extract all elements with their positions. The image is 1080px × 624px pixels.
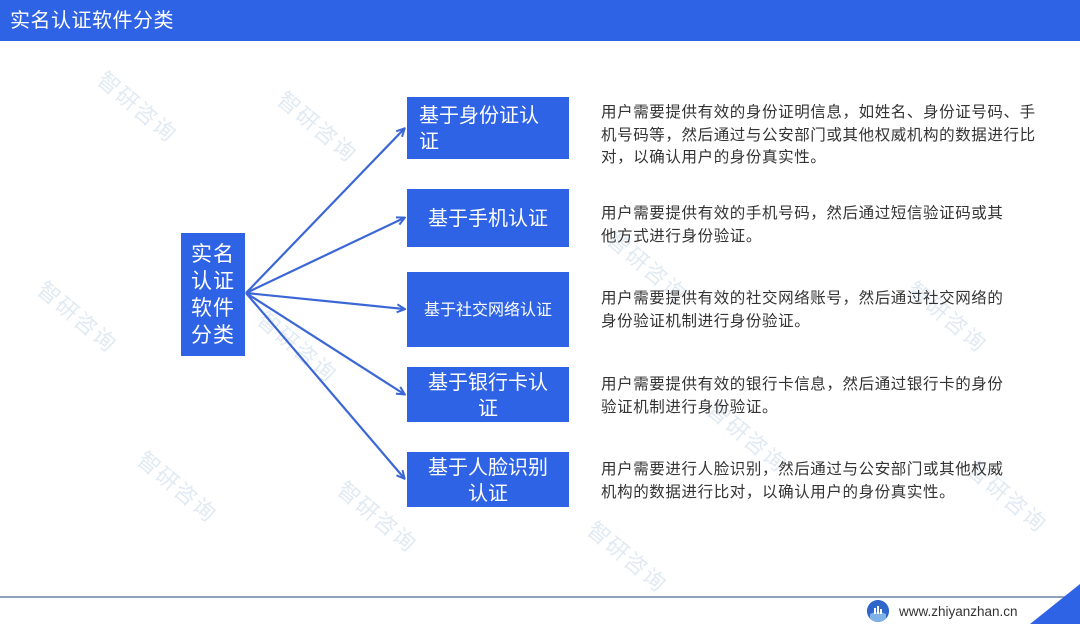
method-label: 基于社交网络认证 [423, 299, 552, 319]
root-node-label: 实名认证软件分类 [191, 241, 235, 347]
footer-website-link[interactable]: www.zhiyanzhan.cn [899, 604, 1018, 619]
method-description-phone: 用户需要提供有效的手机号码，然后通过短信验证码或其他方式进行身份验证。 [601, 204, 1004, 245]
arrow-to-method-5 [245, 292, 404, 478]
header-bar: 实名认证软件分类 [0, 0, 1080, 41]
method-node-phone: 基于手机认证 [407, 189, 569, 247]
watermark: 智研咨询 [91, 67, 182, 149]
arrow-to-method-1 [245, 129, 404, 294]
method-node-id-card: 基于身份证认证 [407, 97, 569, 159]
footer-divider [0, 596, 1080, 598]
method-description-bank-card: 用户需要提供有效的银行卡信息，然后通过银行卡的身份验证机制进行身份验证。 [601, 375, 1004, 416]
method-node-bank-card: 基于银行卡认证 [407, 367, 569, 422]
page-title: 实名认证软件分类 [10, 8, 174, 32]
arrow-to-method-4 [245, 292, 404, 394]
method-description-id-card: 用户需要提供有效的身份证明信息，如姓名、身份证号码、手机号码等，然后通过与公安部… [601, 103, 1036, 166]
method-description-face-recognition: 用户需要进行人脸识别，然后通过与公安部门或其他权威机构的数据进行比对，以确认用户… [601, 460, 1004, 501]
watermark: 智研咨询 [581, 517, 672, 599]
watermark: 智研咨询 [251, 307, 342, 389]
arrow-to-method-3 [245, 291, 404, 309]
watermark: 智研咨询 [131, 447, 222, 529]
method-label: 基于身份证认证 [419, 103, 539, 153]
arrow-to-method-2 [245, 218, 404, 294]
corner-decoration [1030, 584, 1080, 624]
method-label: 基于手机认证 [428, 206, 548, 230]
method-label: 基于人脸识别认证 [428, 454, 548, 505]
zhiyan-logo-icon [867, 600, 889, 622]
watermark: 智研咨询 [271, 87, 362, 169]
method-node-face-recognition: 基于人脸识别认证 [407, 452, 569, 507]
method-label: 基于银行卡认证 [428, 369, 548, 420]
watermark: 智研咨询 [31, 277, 122, 359]
method-node-social-network: 基于社交网络认证 [407, 272, 569, 347]
root-node: 实名认证软件分类 [181, 233, 245, 356]
method-description-social-network: 用户需要提供有效的社交网络账号，然后通过社交网络的身份验证机制进行身份验证。 [601, 289, 1004, 330]
